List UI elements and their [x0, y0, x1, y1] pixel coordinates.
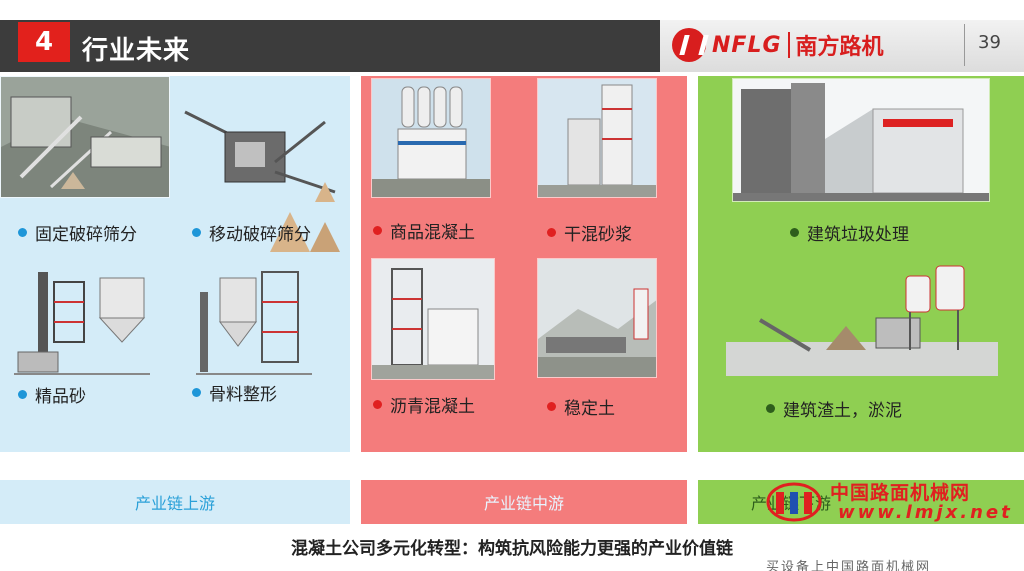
upstream-item-label: 移动破碎筛分	[209, 225, 311, 245]
upstream-item-label: 固定破碎筛分	[35, 225, 137, 245]
bullet-dot-icon	[790, 228, 799, 237]
upstream-panel: 固定破碎筛分 移动破碎筛分 精品砂	[0, 76, 350, 452]
fixed-crushing-plant-image	[0, 76, 170, 198]
midstream-item-label: 稳定土	[564, 399, 615, 419]
page-number-divider	[964, 24, 965, 66]
downstream-panel: 建筑垃圾处理 建筑渣土，淤泥	[698, 76, 1024, 452]
upstream-bar: 产业链上游	[0, 480, 350, 524]
midstream-item-label: 沥青混凝土	[390, 397, 475, 417]
stabilized-soil-plant-image	[537, 258, 657, 378]
upstream-item-label: 精品砂	[35, 387, 86, 407]
upstream-item-fine-sand: 精品砂	[18, 382, 86, 407]
logo-text-cn: 南方路机	[795, 35, 884, 60]
midstream-item-label: 商品混凝土	[390, 223, 475, 243]
watermark: 中国路面机械网 www.lmjx.net	[766, 478, 1016, 534]
commercial-concrete-plant-image	[371, 78, 491, 198]
bullet-dot-icon	[18, 390, 27, 399]
asphalt-plant-image	[371, 258, 495, 380]
midstream-item-asphalt-concrete: 沥青混凝土	[373, 392, 475, 417]
midstream-bar-label: 产业链中游	[483, 494, 564, 513]
logo-mark-icon	[672, 28, 706, 62]
bullet-dot-icon	[18, 228, 27, 237]
watermark-cn-text: 中国路面机械网	[830, 482, 971, 504]
downstream-item-label: 建筑垃圾处理	[807, 225, 909, 245]
bullet-dot-icon	[547, 228, 556, 237]
upstream-bar-label: 产业链上游	[134, 494, 215, 513]
midstream-bar: 产业链中游	[361, 480, 687, 524]
midstream-item-stabilized-soil: 稳定土	[547, 394, 615, 419]
midstream-item-label: 干混砂浆	[564, 225, 632, 245]
section-number-badge: 4	[18, 22, 70, 62]
downstream-item-construction-waste: 建筑垃圾处理	[790, 220, 909, 245]
mobile-crushing-plant-image	[175, 82, 345, 258]
watermark-url-text: www.lmjx.net	[838, 502, 1013, 523]
upstream-item-fixed-crushing: 固定破碎筛分	[18, 220, 137, 245]
dry-mortar-plant-image	[537, 78, 657, 198]
company-logo: NFLG 南方路机	[672, 28, 884, 62]
watermark-logo-icon	[766, 482, 822, 522]
footer-caption: 混凝土公司多元化转型：构筑抗风险能力更强的产业价值链	[291, 539, 733, 559]
fine-sand-plant-image	[14, 262, 150, 380]
header-title-bar	[0, 20, 660, 72]
upstream-item-aggregate-shaping: 骨料整形	[192, 380, 277, 405]
bullet-dot-icon	[373, 400, 382, 409]
bullet-dot-icon	[547, 402, 556, 411]
muck-silt-plant-image	[726, 260, 998, 380]
page-number: 39	[978, 32, 1001, 53]
construction-waste-factory-image	[732, 78, 990, 202]
watermark-subtitle: 买设备上中国路面机械网	[766, 560, 932, 571]
upstream-item-label: 骨料整形	[209, 385, 277, 405]
aggregate-shaping-plant-image	[196, 262, 312, 380]
bullet-dot-icon	[192, 228, 201, 237]
midstream-item-dry-mortar: 干混砂浆	[547, 220, 632, 245]
logo-text-en: NFLG	[712, 32, 782, 58]
page-title: 行业未来	[82, 36, 191, 66]
downstream-item-label: 建筑渣土，淤泥	[783, 401, 902, 421]
downstream-item-muck-silt: 建筑渣土，淤泥	[766, 396, 902, 421]
bullet-dot-icon	[192, 388, 201, 397]
midstream-item-commercial-concrete: 商品混凝土	[373, 218, 475, 243]
midstream-panel: 商品混凝土 干混砂浆 沥青混凝土 稳定土	[361, 76, 687, 452]
upstream-item-mobile-crushing: 移动破碎筛分	[192, 220, 311, 245]
logo-divider	[787, 32, 790, 58]
bullet-dot-icon	[766, 404, 775, 413]
bullet-dot-icon	[373, 226, 382, 235]
